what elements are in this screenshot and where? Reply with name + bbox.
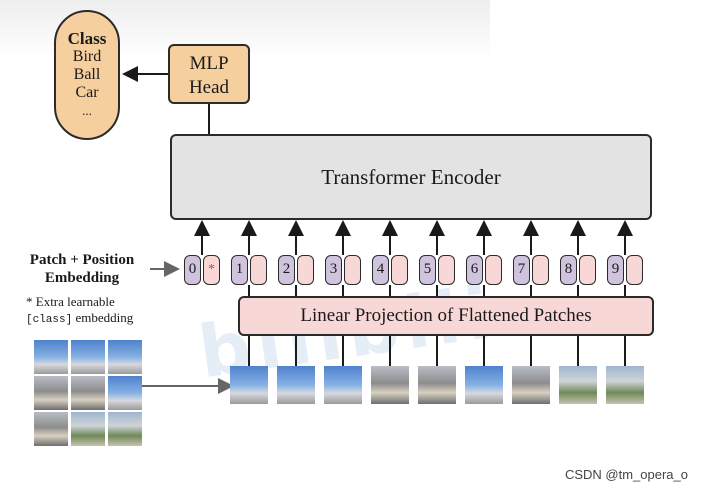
- csdn-credit: CSDN @tm_opera_o: [564, 467, 688, 482]
- embedding-label-line1: Patch + Position: [29, 252, 135, 268]
- token-6: 6: [466, 255, 502, 285]
- position-embedding-9: 9: [607, 255, 624, 285]
- patch-embedding-6: [485, 255, 502, 285]
- mlp-head-line2: Head: [188, 77, 230, 98]
- grid-patch-9: [108, 412, 142, 446]
- position-embedding-0: 0: [184, 255, 201, 285]
- token-1: 1: [231, 255, 267, 285]
- class-embedding-0: *: [203, 255, 220, 285]
- linear-projection-box: Linear Projection of Flattened Patches: [238, 296, 654, 336]
- token-2: 2: [278, 255, 314, 285]
- mlp-head-line1: MLP: [189, 53, 229, 74]
- patch-embedding-2: [297, 255, 314, 285]
- grid-patch-5: [71, 376, 105, 410]
- position-embedding-8: 8: [560, 255, 577, 285]
- patch-embedding-9: [626, 255, 643, 285]
- sequence-patch-4: [371, 366, 409, 404]
- position-embedding-1: 1: [231, 255, 248, 285]
- class-item-ball: Ball: [73, 66, 101, 83]
- patch-embedding-5: [438, 255, 455, 285]
- embedding-label: Patch + Position Embedding: [16, 251, 148, 287]
- note-line2: [class] embedding: [26, 310, 133, 328]
- sequence-patch-3: [324, 366, 362, 404]
- grid-patch-1: [34, 340, 68, 374]
- sequence-patch-1: [230, 366, 268, 404]
- grid-patch-7: [34, 412, 68, 446]
- patch-lines: [248, 285, 626, 366]
- patch-embedding-3: [344, 255, 361, 285]
- token-4: 4: [372, 255, 408, 285]
- class-item-car: Car: [75, 84, 99, 101]
- class-token-note: * Extra learnable [class] embedding: [26, 294, 133, 328]
- token-7: 7: [513, 255, 549, 285]
- grid-patch-6: [108, 376, 142, 410]
- note-suffix: embedding: [72, 310, 134, 325]
- position-embedding-5: 5: [419, 255, 436, 285]
- patch-embedding-8: [579, 255, 596, 285]
- sequence-patch-9: [606, 366, 644, 404]
- sequence-patch-2: [277, 366, 315, 404]
- position-embedding-7: 7: [513, 255, 530, 285]
- token-9: 9: [607, 255, 643, 285]
- sequence-patch-7: [512, 366, 550, 404]
- sequence-patch-8: [559, 366, 597, 404]
- token-5: 5: [419, 255, 455, 285]
- patch-embedding-1: [250, 255, 267, 285]
- grid-patch-8: [71, 412, 105, 446]
- class-ellipsis: ...: [82, 103, 92, 118]
- class-output-box: Class Bird Ball Car ...: [54, 10, 120, 140]
- position-embedding-4: 4: [372, 255, 389, 285]
- token-0: 0*: [184, 255, 220, 285]
- token-3: 3: [325, 255, 361, 285]
- note-code: [class]: [26, 314, 73, 326]
- grid-patch-3: [108, 340, 142, 374]
- position-embedding-3: 3: [325, 255, 342, 285]
- token-8: 8: [560, 255, 596, 285]
- sequence-patch-5: [418, 366, 456, 404]
- sequence-patch-6: [465, 366, 503, 404]
- note-line1: * Extra learnable: [26, 294, 115, 309]
- mlp-head-box: MLP Head: [168, 44, 250, 104]
- token-arrows: [194, 220, 633, 255]
- embedding-label-line2: Embedding: [44, 270, 120, 286]
- transformer-encoder-box: Transformer Encoder: [170, 134, 652, 220]
- position-embedding-2: 2: [278, 255, 295, 285]
- grid-patch-4: [34, 376, 68, 410]
- grid-patch-2: [71, 340, 105, 374]
- class-item-bird: Bird: [72, 48, 102, 65]
- patch-embedding-4: [391, 255, 408, 285]
- class-title: Class: [67, 29, 107, 48]
- patch-embedding-7: [532, 255, 549, 285]
- position-embedding-6: 6: [466, 255, 483, 285]
